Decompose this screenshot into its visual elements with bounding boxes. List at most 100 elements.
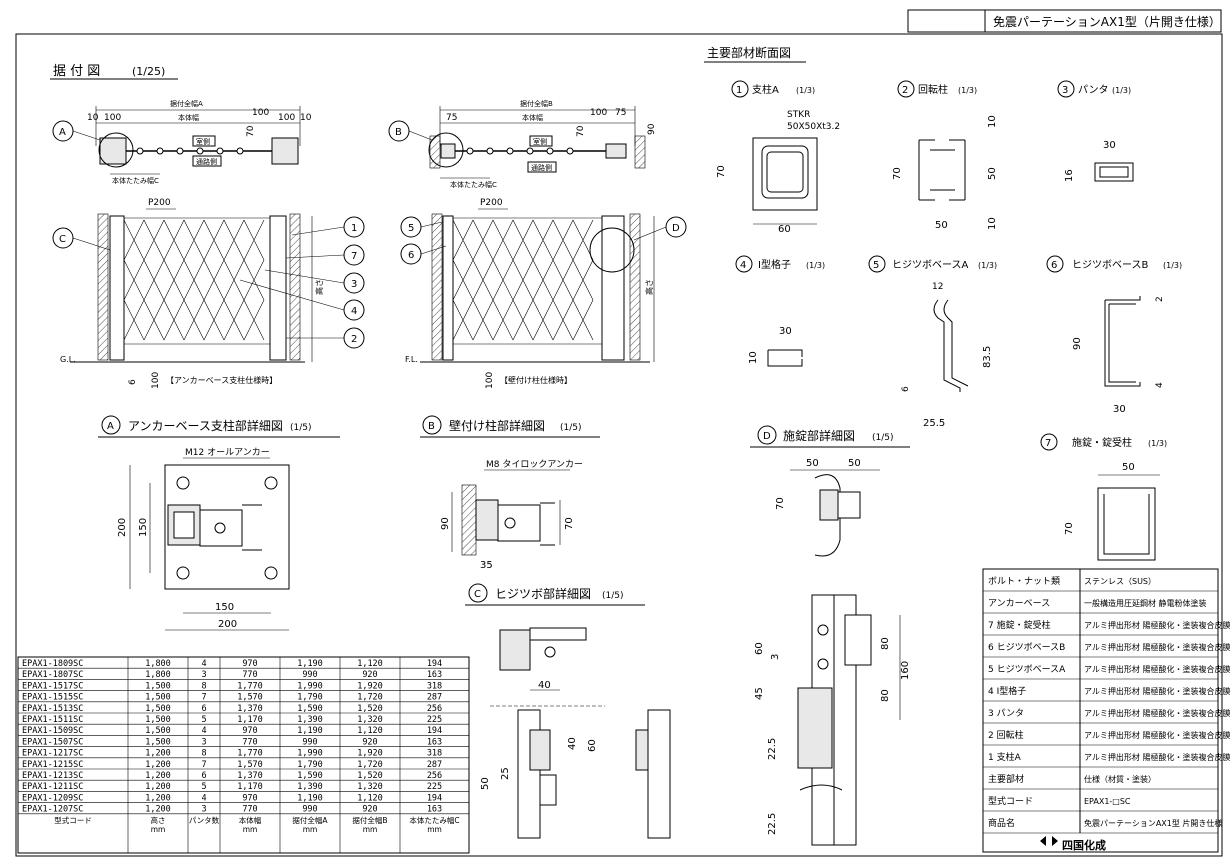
section-3: 3 パンタ (1/3) 30 16 [1057,80,1134,182]
spec-row-value: EPAX1-□SC [1084,797,1131,806]
label-corridor-a: 通路側 [196,157,217,166]
spec-row-label: 2 回転柱 [988,729,1024,741]
sec3-dim-30: 30 [1103,140,1116,151]
dim-body-b: 本体幅 [522,113,543,122]
model-cell: 1,800 [145,670,171,680]
spec-row-label: 5 ヒジツボベースA [988,664,1066,675]
dim-b-75-right: 75 [615,108,626,118]
model-cell: 1,770 [237,749,263,759]
section-2: 2 回転柱 (1/3) 70 10 50 50 10 [892,80,998,231]
dim-fold-a: 本体たたみ幅C [112,176,159,185]
model-cell: EPAX1-1215SC [22,760,83,770]
elevation-b: P200 F.L. 高さ 100 【壁付け柱仕様時】 [405,198,655,389]
model-header: 型式コード [54,815,92,825]
note-wall: 【壁付け柱仕様時】 [500,375,572,385]
model-cell: 1,990 [297,681,323,691]
model-header: mm [151,825,166,834]
model-cell: 4 [201,659,206,669]
model-cell: 6 [201,704,206,714]
sec2-dim-50: 50 [935,220,948,231]
detail-a-letter: A [107,421,114,432]
spec-table: ボルト・ナット類ステンレス（SUS）アンカーベース一般構造用圧延鋼材 静電粉体塗… [982,568,1230,853]
sec7-scale: (1/3) [1148,439,1167,448]
model-cell: 920 [362,805,377,815]
plan-view-b: 据付全幅B 本体幅 75 100 75 90 70 室側 通路側 本体たたみ幅C [428,99,657,189]
model-cell: EPAX1-1211SC [22,782,83,792]
model-header: mm [303,825,318,834]
sec4-name: I型格子 [758,258,791,271]
dim-b-90: 90 [647,123,657,135]
note-anchor: 【アンカーベース支柱仕様時】 [166,375,277,385]
model-cell: EPAX1-1809SC [22,659,83,669]
callout-4: 4 [351,306,357,317]
model-cell: 990 [302,670,317,680]
sec5-scale: (1/3) [978,261,997,270]
spec-row-value: アルミ押出形材 陽極酸化・塗装複合皮膜 [1084,708,1230,718]
sec3-scale: (1/3) [1112,86,1131,95]
detail-b: B 壁付け柱部詳細図 (1/5) M8 タイロックアンカー 90 70 35 [420,415,600,571]
model-cell: EPAX1-1513SC [22,704,83,714]
model-header: 高さ [151,815,166,825]
spec-row-label: 商品名 [988,817,1015,829]
model-cell: EPAX1-1217SC [22,749,83,759]
model-cell: 1,370 [237,704,263,714]
model-cell: EPAX1-1209SC [22,793,83,803]
model-cell: 194 [427,793,442,803]
install-title: 据 付 図 [53,64,100,79]
model-cell: 256 [427,704,442,714]
dim-a-70: 70 [246,125,256,137]
sec2-dim-70: 70 [892,167,903,180]
plan-view-a: 据付全幅A 本体幅 10 100 100 100 10 70 室側 通路側 本体… [87,99,312,185]
dim-b-100: 100 [590,108,607,118]
model-cell: 1,590 [297,704,323,714]
detail-c-dim-40: 40 [538,680,551,691]
detail-d-dim-225b: 22.5 [767,813,778,835]
model-cell: 1,520 [357,771,383,781]
sec6-dim-90: 90 [1072,337,1083,350]
dim-a-100-right: 100 [278,113,295,123]
model-cell: 1,720 [357,760,383,770]
model-cell: 3 [201,670,206,680]
height-a: 高さ [314,279,324,295]
model-cell: 163 [427,805,442,815]
model-cell: 4 [201,726,206,736]
model-cell: 287 [427,693,442,703]
callout-5: 5 [408,223,414,234]
detail-d-dim-60: 60 [754,642,765,655]
detail-d-dim-225a: 22.5 [767,738,778,760]
detail-c-dim-50: 50 [480,777,491,790]
sec3-name: パンタ [1078,84,1109,96]
dim-6-a: 6 [128,379,138,385]
model-cell: 1,390 [297,715,323,725]
dim-body-a: 本体幅 [178,113,199,122]
detail-c: C ヒジツボ部詳細図 (1/5) 40 40 60 50 25 [465,583,671,839]
detail-d-dim-70: 70 [775,497,786,510]
model-cell: 1,790 [297,693,323,703]
sec6-dim-2: 2 [1155,296,1165,302]
model-cell: 194 [427,726,442,736]
callout-b: B [395,127,402,138]
detail-a-dim-150v: 150 [138,518,149,537]
model-cell: 920 [362,737,377,747]
section-5: 5 ヒジツボベースA (1/3) 12 83.5 6 25.5 [868,255,997,429]
model-cell: 1,500 [145,681,171,691]
dim-fold-b: 本体たたみ幅C [450,180,497,189]
detail-c-title: ヒジツボ部詳細図 [495,586,591,601]
detail-d-dim-45: 45 [754,687,765,700]
model-cell: 1,170 [237,782,263,792]
detail-a-dim-200v: 200 [117,518,128,537]
model-cell: 990 [302,805,317,815]
spec-row-value: アルミ押出形材 陽極酸化・塗装複合皮膜 [1084,752,1230,762]
callout-a: A [59,127,66,138]
model-cell: 225 [427,715,442,725]
spec-row-value: 免震パーテーションAX1型 片開き仕様 [1084,818,1222,828]
model-cell: 1,920 [357,749,383,759]
model-cell: 194 [427,659,442,669]
sec5-dim-255: 25.5 [923,418,945,429]
model-cell: 1,520 [357,704,383,714]
spec-row-label: 主要部材 [988,773,1024,785]
model-cell: 1,200 [145,760,171,770]
height-b: 高さ [644,279,654,295]
model-header: mm [243,825,258,834]
sec3-no: 3 [1062,85,1068,96]
